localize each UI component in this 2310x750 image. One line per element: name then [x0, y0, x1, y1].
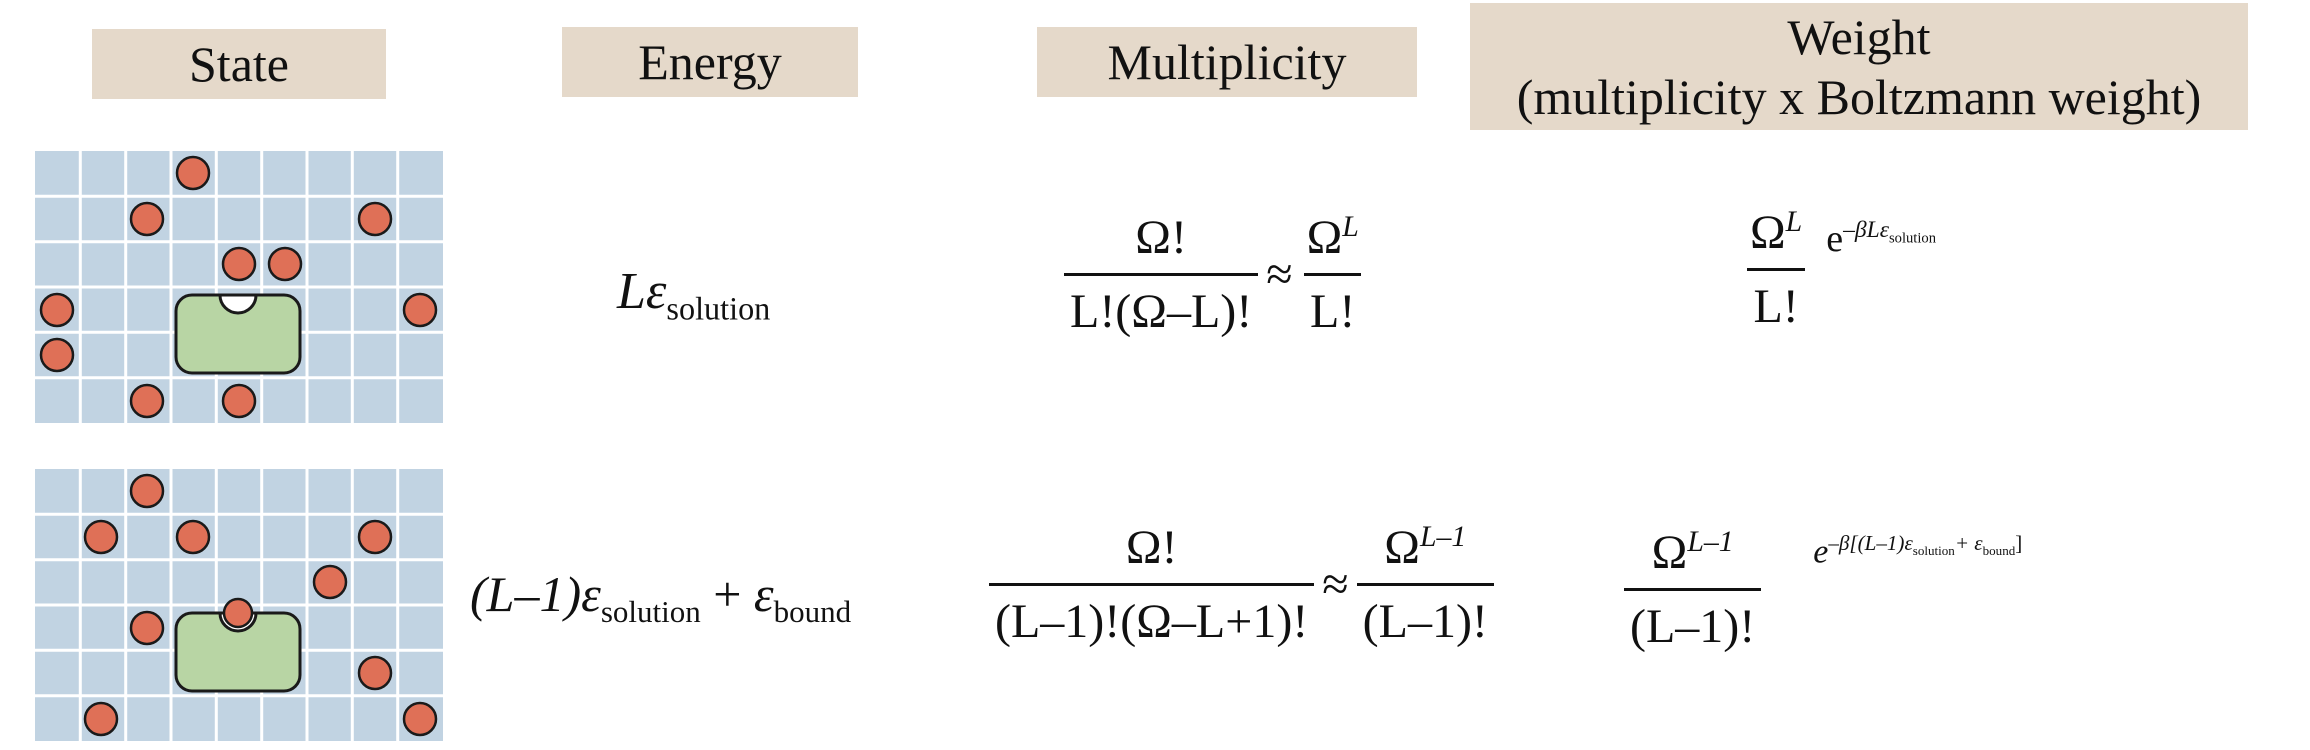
header-weight-line1: Weight [1787, 8, 1931, 65]
ligand [357, 201, 393, 237]
bound-ligand [222, 597, 254, 629]
header-weight-line2: (multiplicity x Boltzmann weight) [1516, 68, 2202, 125]
multiplicity-exact-fraction: Ω! (L–1)!(Ω–L+1)! [989, 520, 1315, 649]
ligand [175, 519, 211, 555]
exp-exponent: –βLε [1843, 216, 1889, 243]
energy-part1: (L–1)ε [470, 566, 601, 622]
numerator-base: Ω [1750, 206, 1786, 259]
header-state: State [92, 29, 386, 99]
numerator-exponent: L [1785, 205, 1803, 238]
ligand [129, 473, 165, 509]
ligand [175, 155, 211, 191]
lattice-state-bound [35, 469, 443, 741]
exp-exponent: –β[(L–1)ε [1828, 531, 1913, 556]
fraction-numerator: ΩL–1 [1646, 525, 1740, 588]
exp-close: ] [2015, 531, 2023, 556]
header-weight: Weight (multiplicity x Boltzmann weight) [1470, 3, 2248, 130]
exp-base: e [1813, 533, 1829, 571]
ligand [402, 701, 438, 737]
ligand [312, 564, 348, 600]
energy-sub: solution [666, 290, 771, 327]
fraction-numerator: ΩL [1301, 210, 1365, 273]
multiplicity-approx-fraction: ΩL L! [1301, 210, 1365, 339]
energy-sub2: bound [773, 594, 852, 629]
multiplicity-bound: Ω! (L–1)!(Ω–L+1)! ≈ ΩL–1 (L–1)! [985, 520, 1498, 649]
ligand [83, 701, 119, 737]
receptor [174, 293, 302, 375]
lattice-grid [35, 151, 443, 423]
fraction-numerator: Ω! [1135, 211, 1187, 264]
ligands [39, 155, 438, 419]
numerator-exponent: L–1 [1687, 525, 1734, 558]
energy-part2: ε [753, 566, 774, 622]
weight-fraction: ΩL–1 (L–1)! [1624, 525, 1762, 654]
header-multiplicity-label: Multiplicity [1107, 34, 1347, 90]
fraction-denominator: (L–1)! [1624, 588, 1762, 654]
fraction-denominator: L!(Ω–L)! [1064, 273, 1259, 339]
exp-sub2: bound [1982, 543, 2016, 559]
numerator-base: Ω [1384, 521, 1420, 574]
header-multiplicity: Multiplicity [1037, 27, 1417, 97]
numerator-exponent: L–1 [1419, 520, 1467, 553]
lattice-state-unbound [35, 151, 443, 423]
fraction-numerator: ΩL–1 [1378, 520, 1472, 583]
multiplicity-unbound: Ω! L!(Ω–L)! ≈ ΩL L! [1060, 210, 1369, 339]
ligand [129, 383, 165, 419]
ligand [39, 292, 75, 328]
ligand [357, 519, 393, 555]
energy-bound: (L–1)εsolution + εbound [470, 565, 851, 630]
fraction-denominator: (L–1)! [1356, 583, 1494, 649]
energy-plus: + [713, 566, 742, 622]
header-energy-label: Energy [638, 34, 782, 90]
fraction-denominator: L! [1747, 268, 1805, 334]
ligand [402, 292, 438, 328]
multiplicity-exact-fraction: Ω! L!(Ω–L)! [1064, 210, 1259, 339]
weight-fraction: ΩL L! [1744, 205, 1808, 334]
fraction-numerator: ΩL [1744, 205, 1808, 268]
boltzmann-factor: e–βLεsolution [1826, 217, 1936, 261]
approx-symbol: ≈ [1266, 248, 1293, 301]
weight-unbound: ΩL L! e–βLεsolution [1740, 205, 1936, 334]
header-state-label: State [189, 36, 289, 92]
exp-plus: + ε [1954, 531, 1983, 556]
ligand [129, 201, 165, 237]
ligand [267, 246, 303, 282]
numerator-exponent: L [1342, 210, 1359, 243]
ligand [357, 655, 393, 691]
multiplicity-approx-fraction: ΩL–1 (L–1)! [1356, 520, 1494, 649]
fraction-denominator: L! [1304, 273, 1362, 339]
energy-sub1: solution [600, 594, 701, 629]
ligands [83, 473, 438, 737]
weight-bound: ΩL–1 (L–1)! e–β[(L–1)εsolution+ εbound] [1620, 525, 2022, 654]
numerator-base: Ω [1651, 526, 1688, 579]
exp-base: e [1826, 217, 1844, 260]
numerator-base: Ω [1306, 211, 1343, 264]
energy-unbound: Lεsolution [617, 262, 770, 327]
approx-symbol: ≈ [1322, 558, 1349, 611]
boltzmann-factor: e–β[(L–1)εsolution+ εbound] [1813, 531, 2022, 571]
ligand [39, 337, 75, 373]
header-energy: Energy [562, 27, 858, 97]
ligand [221, 246, 257, 282]
exp-sub1: solution [1912, 543, 1955, 559]
fraction-numerator: Ω! [1125, 521, 1178, 574]
ligand [83, 519, 119, 555]
ligand [129, 610, 165, 646]
exp-sub: solution [1888, 230, 1937, 247]
energy-base: Lε [617, 263, 667, 320]
ligand [221, 383, 257, 419]
fraction-denominator: (L–1)!(Ω–L+1)! [989, 583, 1315, 649]
